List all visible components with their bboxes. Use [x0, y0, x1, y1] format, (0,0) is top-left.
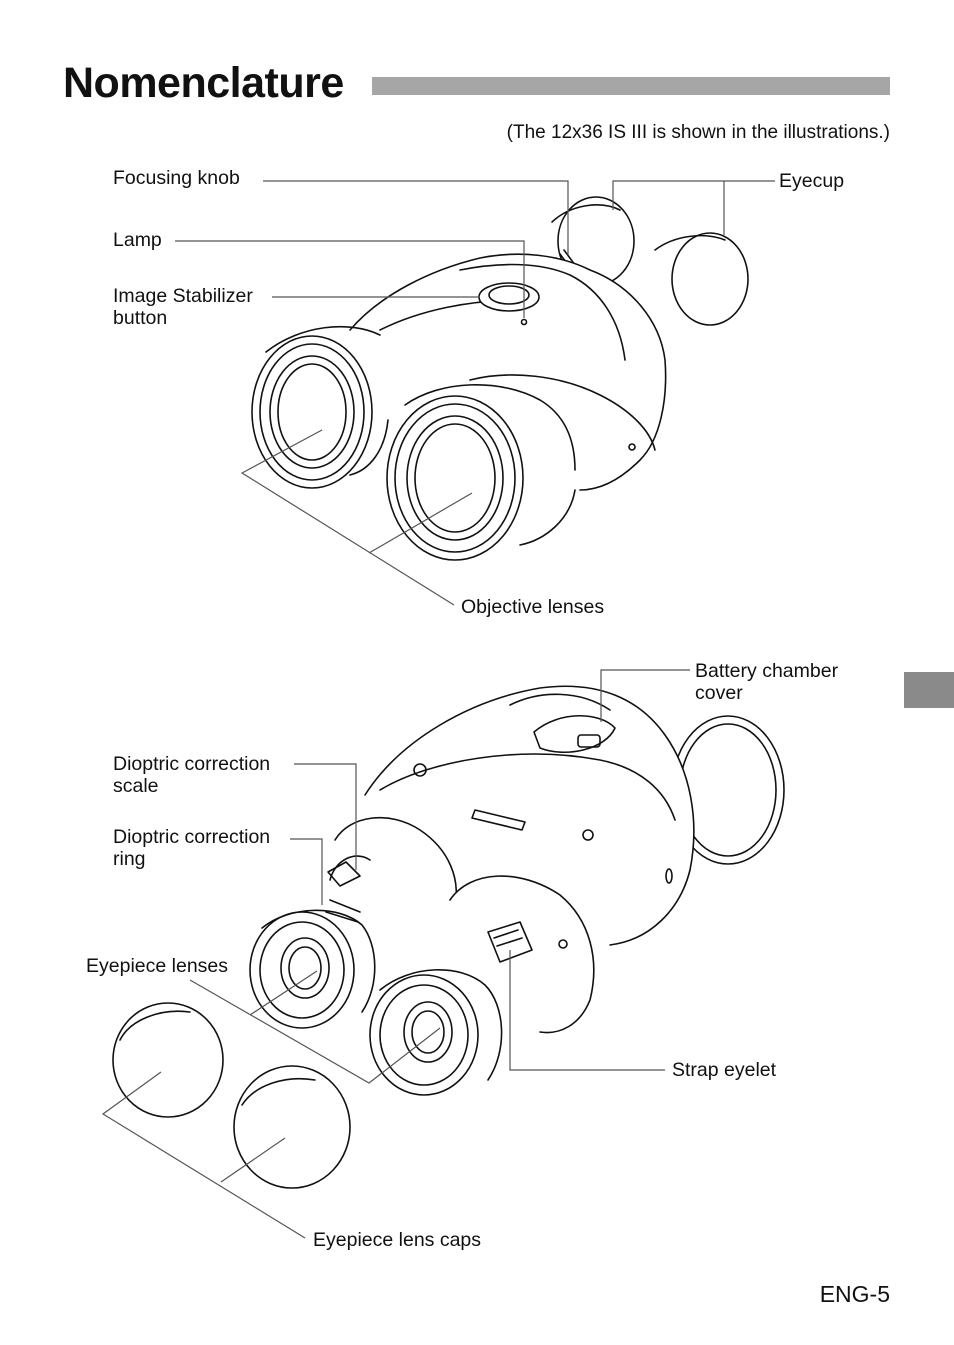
label-line: button — [113, 307, 168, 329]
illustration-note: (The 12x36 IS III is shown in the illust… — [506, 122, 890, 143]
label-focusing-knob: Focusing knob — [113, 167, 240, 189]
label-line: scale — [113, 775, 159, 797]
page-title: Nomenclature — [63, 59, 344, 107]
label-line: Battery chamber — [695, 660, 839, 682]
label-line: ring — [113, 848, 146, 870]
label-battery-chamber-cover: Battery chamber cover — [695, 660, 838, 704]
label-line: cover — [695, 682, 743, 704]
page-number: ENG-5 — [819, 1281, 890, 1307]
label-objective-lenses: Objective lenses — [461, 596, 605, 618]
label-lamp: Lamp — [113, 229, 162, 251]
binoculars-front-drawing — [251, 196, 749, 561]
label-line: Dioptric correction — [113, 753, 271, 775]
label-dioptric-correction-scale: Dioptric correction scale — [113, 753, 270, 797]
label-strap-eyelet: Strap eyelet — [672, 1059, 777, 1081]
title-rule — [372, 77, 890, 95]
label-eyepiece-lenses: Eyepiece lenses — [86, 955, 229, 977]
binoculars-rear-drawing — [112, 685, 785, 1189]
label-eyepiece-lens-caps: Eyepiece lens caps — [313, 1229, 482, 1251]
label-line: Dioptric correction — [113, 826, 271, 848]
section-tab — [904, 672, 954, 708]
label-eyecup: Eyecup — [779, 170, 845, 192]
label-image-stabilizer-button: Image Stabilizer button — [113, 285, 253, 329]
label-line: Image Stabilizer — [113, 285, 253, 307]
label-dioptric-correction-ring: Dioptric correction ring — [113, 826, 270, 870]
leader-lines — [101, 180, 775, 1239]
